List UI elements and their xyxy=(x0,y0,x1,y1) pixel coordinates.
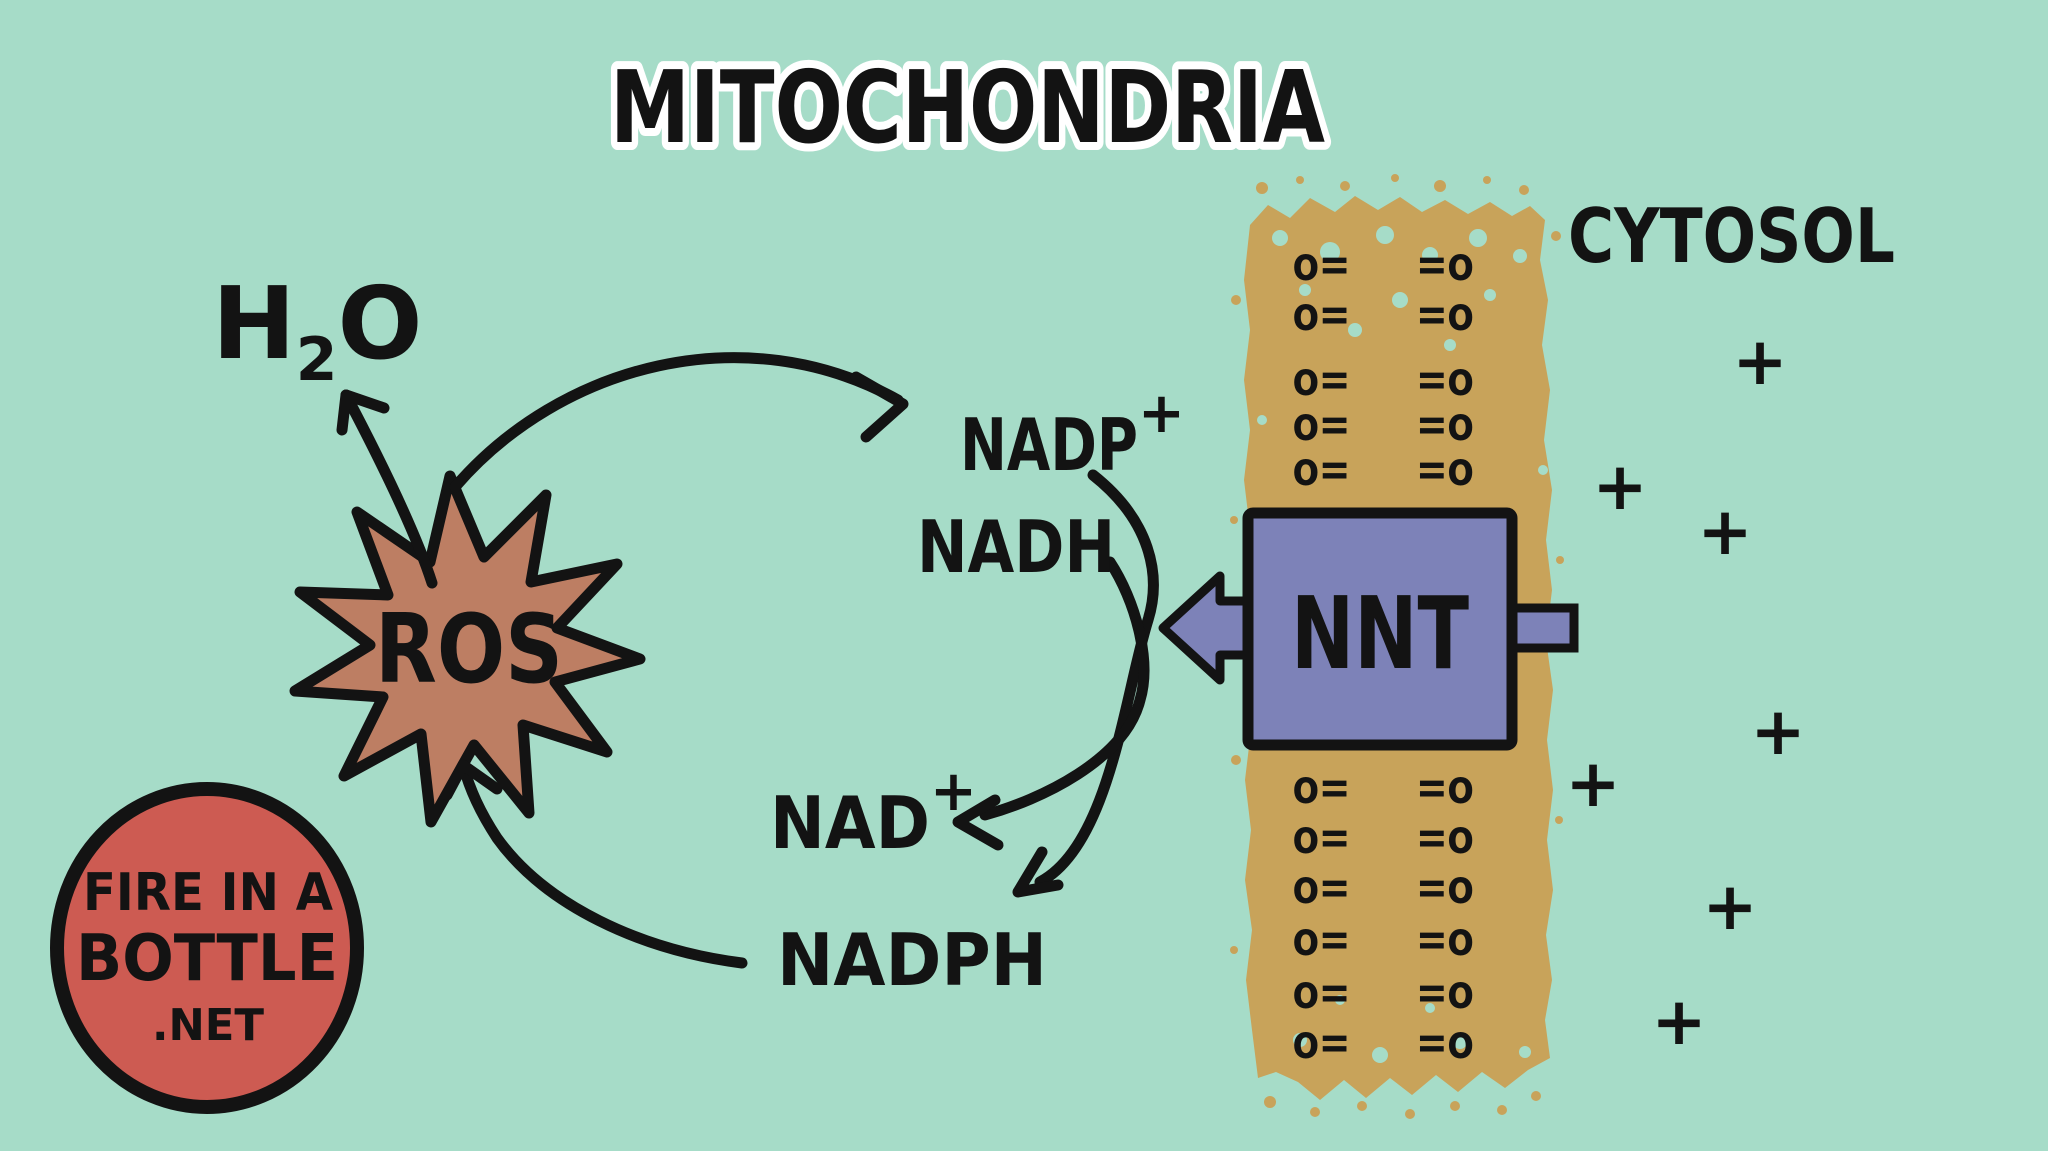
nnt-label: NNT xyxy=(1291,575,1469,692)
lipid-glyph: =o xyxy=(1418,442,1475,496)
lipid-glyph: o= xyxy=(1292,810,1349,864)
lipid-glyph: =o xyxy=(1418,352,1475,406)
arrow-ros-to-nadp-head xyxy=(850,371,909,443)
lipid-glyph: o= xyxy=(1292,397,1349,451)
charge-plus: + xyxy=(1732,323,1787,400)
lipid-glyph: o= xyxy=(1292,237,1349,291)
arrow-ros-to-h2o-head xyxy=(336,389,390,436)
membrane-speckles-inner xyxy=(1257,226,1548,1063)
nadph-label: NADPH xyxy=(777,918,1047,1002)
lipid-glyph: o= xyxy=(1292,965,1349,1019)
fire-in-a-bottle-logo: FIRE IN A BOTTLE .NET xyxy=(50,782,364,1114)
lipid-glyph: =o xyxy=(1418,760,1475,814)
logo-line2: BOTTLE xyxy=(76,922,338,996)
lipid-glyph: =o xyxy=(1418,965,1475,1019)
arrow-nadph-to-ros-head xyxy=(441,759,503,801)
lipid-glyph: =o xyxy=(1418,237,1475,291)
lipid-glyph: =o xyxy=(1418,287,1475,341)
lipid-glyph: o= xyxy=(1292,760,1349,814)
lipid-rows-bottom: o= =o o= =o o= =o o= =o o= =o o= =o xyxy=(1292,760,1475,1069)
lipid-rows-top: o= =o o= =o o= =o o= =o o= =o xyxy=(1292,237,1475,496)
logo-circle xyxy=(50,782,364,1114)
cytosol-charges: + + + + + + + xyxy=(1565,323,1805,1060)
ros-burst: ROS xyxy=(289,470,646,828)
nnt-transporter: NNT xyxy=(1158,507,1579,751)
lipid-glyph: o= xyxy=(1292,912,1349,966)
page-title: MITOCHONDRIA xyxy=(610,49,1325,166)
arrow-ros-to-h2o xyxy=(340,389,438,589)
charge-plus: + xyxy=(1651,983,1706,1060)
cytosol-label: CYTOSOL xyxy=(1568,192,1895,280)
nnt-right-stub xyxy=(1507,603,1579,653)
logo-line1: FIRE IN A xyxy=(83,863,333,923)
charge-plus: + xyxy=(1592,448,1647,525)
reaction-arrows xyxy=(336,352,1159,969)
charge-plus: + xyxy=(1750,693,1805,770)
molecule-labels: H2O NADP+ NADH NAD+ NADPH xyxy=(212,265,1185,1002)
lipid-glyph: o= xyxy=(1292,352,1349,406)
lipid-glyph: o= xyxy=(1292,860,1349,914)
lipid-glyph: =o xyxy=(1418,912,1475,966)
membrane-speckles-outer xyxy=(1230,174,1565,1119)
arrow-nadp-to-nadph-head xyxy=(1012,846,1064,898)
lipid-glyph: =o xyxy=(1418,397,1475,451)
lipid-glyph: =o xyxy=(1418,860,1475,914)
lipid-glyph: =o xyxy=(1418,810,1475,864)
nad-label: NAD+ xyxy=(770,759,977,865)
nnt-box xyxy=(1242,507,1518,751)
charge-plus: + xyxy=(1702,868,1757,945)
arrow-nadh-to-nad-head xyxy=(952,794,1004,851)
ros-star xyxy=(289,470,646,828)
arrow-nadh-to-nad xyxy=(979,556,1150,821)
lipid-glyph: o= xyxy=(1292,1015,1349,1069)
nadp-label: NADP+ xyxy=(960,381,1185,487)
ros-label: ROS xyxy=(375,595,563,705)
lipid-glyph: o= xyxy=(1292,287,1349,341)
charge-plus: + xyxy=(1697,493,1752,570)
arrow-nadph-to-ros xyxy=(457,759,748,969)
charge-plus: + xyxy=(1565,745,1620,822)
nadh-label: NADH xyxy=(917,505,1115,589)
arrow-ros-to-nadp xyxy=(449,352,904,493)
logo-line3: .NET xyxy=(152,1000,264,1051)
lipid-glyph: =o xyxy=(1418,1015,1475,1069)
h2o-label: H2O xyxy=(212,265,422,395)
lipid-glyph: o= xyxy=(1292,442,1349,496)
